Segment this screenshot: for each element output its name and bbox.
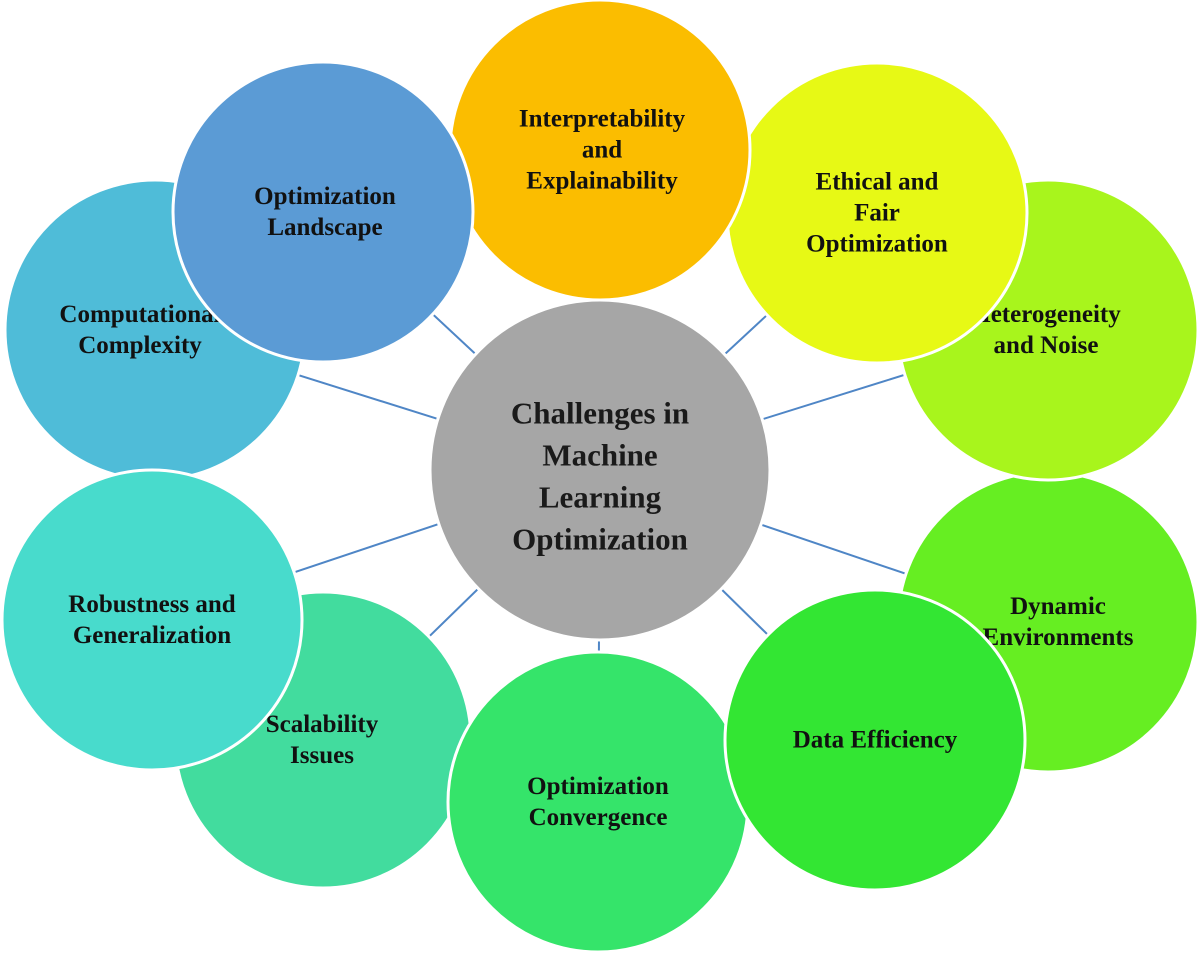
label-landscape-line-2: Landscape [267,214,382,241]
circle-convergence [446,650,750,953]
circle-robustness [0,468,304,772]
label-ethical-line-2: Fair [854,200,900,227]
label-robustness-line-1: Robustness and [68,591,236,618]
label-dynamic-line-1: Dynamic [1010,593,1106,620]
label-heterogeneity-line-2: and Noise [994,332,1099,359]
center-title-line-1: Challenges in [511,396,689,431]
label-data-efficiency-line-1: Data Efficiency [793,727,958,754]
label-convergence-line-2: Convergence [529,804,668,831]
label-interpretability-line-3: Explainability [526,168,678,195]
center-title-line-2: Machine [542,438,657,473]
node-data-efficiency: Data Efficiency [723,588,1027,892]
label-robustness-line-2: Generalization [73,622,231,649]
label-interpretability-line-1: Interpretability [519,106,686,133]
label-computational-line-1: Computational [59,301,220,328]
circle-landscape [171,60,475,364]
label-scalability-line-2: Issues [290,742,354,769]
center-title-line-3: Learning [539,480,662,515]
center-circle [428,298,772,642]
label-landscape-line-1: Optimization [254,183,396,210]
label-computational-line-2: Complexity [78,332,202,359]
circle-data-efficiency [723,588,1027,892]
label-dynamic-line-2: Environments [983,624,1134,651]
label-ethical-line-1: Ethical and [816,169,939,196]
center-title-line-4: Optimization [512,522,688,557]
label-ethical-line-3: Optimization [806,231,948,258]
label-interpretability-line-2: and [582,137,622,164]
label-convergence-line-1: Optimization [527,773,669,800]
label-scalability-line-1: Scalability [266,711,379,738]
